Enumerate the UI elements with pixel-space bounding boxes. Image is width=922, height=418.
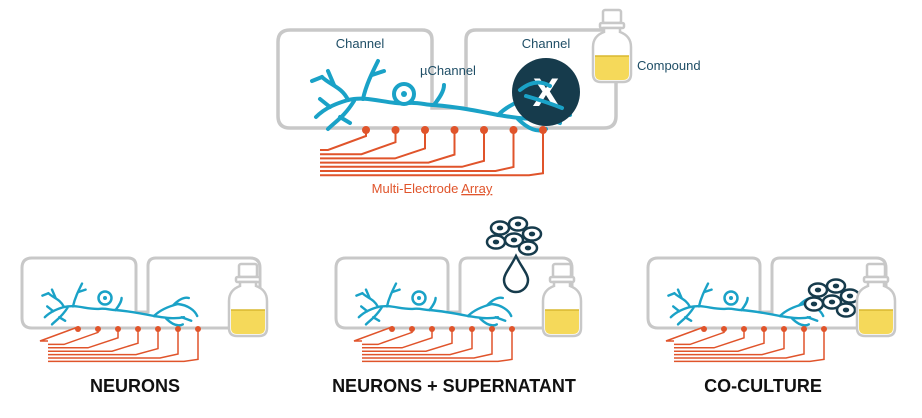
channel-right-label: Channel [522,36,571,51]
electrode-contact [429,326,435,332]
panel-co-culture-cells [805,280,859,317]
electrode-trace [362,329,513,363]
electrode-contact [509,326,515,332]
electrode-trace [674,329,765,352]
electrode-trace [320,130,544,177]
electrode-trace [320,130,485,168]
electrode-trace [48,329,139,352]
top-vial [591,8,633,84]
electrode-contact [761,326,767,332]
electrode-contact [741,326,747,332]
panel-supernatant-electrodes [353,325,515,363]
panel-neurons-title: NEURONS [90,376,180,396]
electrode-trace [320,130,515,172]
electrode-trace [320,130,397,156]
panel-co-culture: CO-CULTURE [646,256,897,396]
panel-supernatant-channel-outline [334,256,574,330]
electrode-contact [801,326,807,332]
electrode-trace [48,329,119,349]
panel-supernatant-title: NEURONS + SUPERNATANT [332,376,576,396]
electrode-trace [362,329,453,352]
panel-neurons-supernatant: NEURONS + SUPERNATANT [332,218,583,396]
panel-co-culture-title: CO-CULTURE [704,376,822,396]
electrode-trace [48,329,99,346]
panel-co-culture-electrodes [665,325,827,363]
electrode-trace [48,329,199,363]
electrode-trace [362,329,473,356]
electrode-contact [135,326,141,332]
top-neuron [310,59,572,133]
electrode-trace [674,329,725,346]
electrode-contact [391,126,400,134]
electrode-contact [421,126,429,134]
supernatant-droplet-icon [502,253,530,294]
panel-neurons: NEURONS [20,256,269,396]
microchannel-label: µChannel [420,63,476,78]
electrode-contact [701,326,707,332]
electrode-trace [320,130,426,160]
electrode-trace [362,329,433,349]
electrode-contact [175,326,181,332]
electrode-contact [95,326,101,332]
electrode-trace [320,130,456,164]
top-diagram: X Channel Channel µChannel Compound Mult… [276,8,701,196]
electrode-contact [450,126,459,134]
electrode-trace [320,130,367,151]
electrode-contact [389,326,395,332]
electrode-contact [362,126,370,134]
panel-co-culture-vial [855,262,897,338]
panel-co-culture-neuron [667,282,825,327]
channel-left-label: Channel [336,36,385,51]
electrode-contact [195,326,201,332]
panel-co-culture-channel-outline [646,256,888,330]
electrode-contact [781,326,787,332]
mea-label: Multi-Electrode Array [372,181,493,196]
panel-neurons-neuron [41,282,199,327]
panel-supernatant-vial [541,262,583,338]
electrode-trace [674,329,805,359]
electrode-contact [155,326,161,332]
electrode-trace [362,329,493,359]
electrode-contact [539,126,547,134]
compound-label: Compound [637,58,701,73]
electrode-contact [489,326,495,332]
x-mark-label: X [533,71,560,115]
panel-neurons-electrodes [39,325,201,363]
electrode-contact [721,326,727,332]
panel-supernatant-neuron [355,282,513,327]
electrode-contact [821,326,827,332]
x-mark-circle: X [512,58,580,126]
electrode-contact [469,326,475,332]
electrode-contact [449,326,455,332]
electrode-contact [75,326,81,332]
electrode-trace [674,329,745,349]
electrode-trace [674,329,785,356]
electrode-contact [480,126,488,134]
electrode-contact [409,326,415,332]
electrode-contact [509,126,518,134]
electrode-trace [48,329,159,356]
multi-electrode-array [320,126,547,177]
mea-label-underlined: Array [461,181,493,196]
electrode-trace [674,329,825,363]
panel-supernatant-cells [487,218,541,255]
panel-neurons-channel-outline [20,256,262,330]
mea-label-prefix: Multi-Electrode [372,181,462,196]
electrode-contact [115,326,121,332]
electrode-trace [48,329,179,359]
electrode-trace [362,329,413,346]
